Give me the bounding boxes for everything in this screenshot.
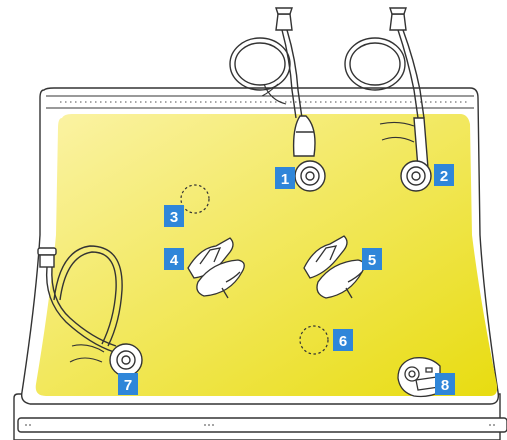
label-badge-8: 8 (435, 373, 455, 395)
label-badge-1: 1 (275, 167, 295, 189)
cup-component-4 (187, 237, 245, 299)
label-badge-5: 5 (362, 248, 382, 270)
label-badge-2: 2 (434, 164, 454, 186)
tube-assembly-2 (344, 7, 432, 192)
tube-assembly-7 (37, 245, 143, 377)
svg-text:4: 4 (170, 252, 179, 269)
label-badge-7: 7 (118, 373, 138, 395)
base-plate (13, 393, 507, 440)
tube-assembly-1 (229, 7, 326, 192)
label-badge-6: 6 (333, 329, 353, 351)
svg-text:1: 1 (281, 171, 289, 188)
cup-component-5 (303, 235, 365, 299)
svg-text:2: 2 (440, 168, 448, 185)
label-badge-3: 3 (164, 205, 184, 227)
svg-text:5: 5 (368, 252, 376, 269)
seal-strip (46, 95, 474, 109)
bag-fill (35, 114, 498, 396)
svg-text:3: 3 (170, 209, 178, 226)
svg-text:6: 6 (339, 333, 347, 350)
label-badge-4: 4 (164, 248, 184, 270)
empty-location-6-outline (299, 325, 329, 355)
svg-text:7: 7 (124, 377, 132, 394)
svg-text:8: 8 (441, 377, 449, 394)
empty-location-3-outline (180, 184, 210, 214)
